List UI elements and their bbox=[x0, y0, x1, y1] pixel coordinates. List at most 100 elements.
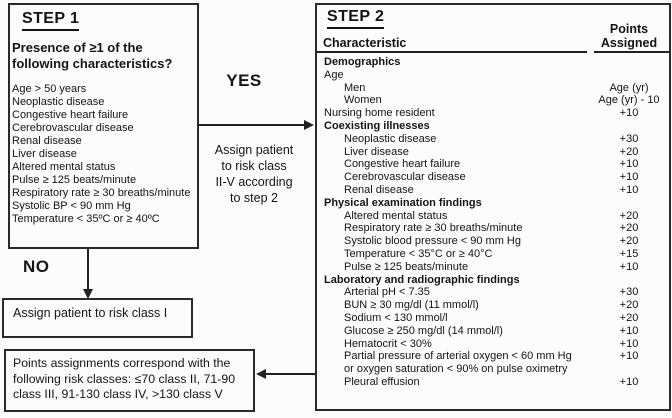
table-row: Pleural effusion +10 bbox=[317, 376, 669, 389]
step1-title: STEP 1 bbox=[22, 10, 80, 31]
yes-branch-note: Assign patient to risk class II-V accord… bbox=[214, 143, 294, 205]
step1-criterion: Liver disease bbox=[12, 148, 77, 160]
table-row: Nursing home resident +10 bbox=[317, 107, 669, 120]
characteristic-label: Pulse ≥ 125 beats/minute bbox=[344, 260, 469, 273]
points-value: Age (yr) bbox=[609, 81, 649, 94]
characteristic-label: Renal disease bbox=[344, 183, 414, 196]
step1-criterion: Systolic BP < 90 mm Hg bbox=[12, 200, 131, 212]
characteristic-label: Men bbox=[344, 81, 366, 94]
step1-criterion: Altered mental status bbox=[12, 161, 116, 173]
table-row: Respiratory rate ≥ 30 breaths/minute +20 bbox=[317, 222, 669, 235]
table-row: Age bbox=[317, 69, 669, 82]
step2-box: STEP 2 Characteristic Points Assigned De… bbox=[315, 3, 671, 411]
points-value: +10 bbox=[619, 375, 639, 388]
characteristic-label: Physical examination findings bbox=[324, 196, 482, 209]
table-row: Temperature < 35°C or ≥ 40°C +15 bbox=[317, 248, 669, 261]
step1-criterion: Renal disease bbox=[12, 135, 82, 147]
characteristic-label: Arterial pH < 7.35 bbox=[344, 286, 430, 299]
points-value: +10 bbox=[619, 107, 639, 120]
table-row: Hematocrit < 30%+10 bbox=[317, 338, 669, 351]
step2-to-footnote-arrow bbox=[256, 369, 317, 379]
characteristic-label: Congestive heart failure bbox=[344, 158, 461, 171]
points-value: +20 bbox=[619, 145, 639, 158]
characteristic-label: Cerebrovascular disease bbox=[344, 171, 466, 184]
characteristic-label: Age bbox=[324, 68, 344, 81]
step1-criterion: Neoplastic disease bbox=[12, 96, 105, 108]
table-row: BUN ≥ 30 mg/dl (11 mmol/l) +20 bbox=[317, 299, 669, 312]
risk-class-1-box: Assign patient to risk class I bbox=[2, 298, 193, 338]
points-column-header: Points Assigned bbox=[600, 22, 658, 50]
step1-criterion: Temperature < 35ºC or ≥ 40ºC bbox=[12, 213, 160, 225]
table-row: Demographics bbox=[317, 56, 669, 69]
table-row: Women Age (yr) - 10 bbox=[317, 94, 669, 107]
table-row: Physical examination findings bbox=[317, 197, 669, 210]
points-value: +10 bbox=[619, 260, 639, 273]
table-row: Men Age (yr) bbox=[317, 82, 669, 95]
characteristic-label: BUN ≥ 30 mg/dl (11 mmol/l) bbox=[344, 299, 479, 312]
table-row: Liver disease +20 bbox=[317, 146, 669, 159]
table-row: Glucose ≥ 250 mg/dl (14 mmol/l) +10 bbox=[317, 325, 669, 338]
characteristic-header-rule bbox=[317, 51, 587, 53]
no-label: NO bbox=[23, 257, 50, 276]
points-value bbox=[589, 120, 669, 133]
table-row: Systolic blood pressure < 90 mm Hg +20 bbox=[317, 235, 669, 248]
yes-label: YES bbox=[226, 71, 262, 90]
characteristic-label: Systolic blood pressure < 90 mm Hg bbox=[344, 235, 521, 248]
characteristic-label: Respiratory rate ≥ 30 breaths/minute bbox=[344, 222, 523, 235]
arrowhead-right-icon bbox=[304, 120, 314, 130]
points-value: +20 bbox=[619, 299, 639, 312]
points-value bbox=[589, 56, 669, 69]
characteristic-label: Demographics bbox=[324, 56, 401, 68]
characteristic-label: Women bbox=[344, 94, 382, 107]
points-value: +20 bbox=[619, 222, 639, 235]
points-value: +20 bbox=[619, 209, 639, 222]
table-row: Laboratory and radiographic findings bbox=[317, 274, 669, 287]
characteristic-label: Temperature < 35°C or ≥ 40°C bbox=[344, 247, 493, 260]
characteristic-label: Partial pressure of arterial oxygen < 60… bbox=[344, 350, 572, 376]
step1-criterion: Congestive heart failure bbox=[12, 109, 129, 121]
step1-criterion: Respiratory rate ≥ 30 breaths/minute bbox=[12, 187, 191, 199]
characteristic-label: Sodium < 130 mmol/l bbox=[344, 311, 448, 324]
step1-criterion: Pulse ≥ 125 beats/minute bbox=[12, 174, 137, 186]
step1-criterion: Cerebrovascular disease bbox=[12, 122, 134, 134]
step1-question: Presence of ≥1 of the following characte… bbox=[12, 40, 173, 71]
step1-criterion: Age > 50 years bbox=[12, 83, 87, 95]
points-value: +10 bbox=[619, 350, 639, 363]
characteristic-label: Pleural effusion bbox=[344, 375, 420, 388]
points-value bbox=[589, 197, 669, 210]
table-row: Altered mental status +20 bbox=[317, 210, 669, 223]
points-value: Age (yr) - 10 bbox=[598, 94, 660, 107]
points-value: +15 bbox=[619, 247, 639, 260]
characteristic-label: Liver disease bbox=[344, 145, 409, 158]
points-header-rule bbox=[594, 51, 669, 53]
points-value: +10 bbox=[619, 324, 639, 337]
table-row: Coexisting illnesses bbox=[317, 120, 669, 133]
characteristic-label: Glucose ≥ 250 mg/dl (14 mmol/l) bbox=[344, 324, 503, 337]
table-row: Partial pressure of arterial oxygen < 60… bbox=[317, 350, 669, 376]
points-value: +20 bbox=[619, 235, 639, 248]
characteristic-label: Nursing home resident bbox=[324, 107, 435, 120]
points-value bbox=[589, 274, 669, 287]
table-row: Arterial pH < 7.35 +30 bbox=[317, 286, 669, 299]
points-value: +10 bbox=[619, 158, 639, 171]
characteristic-label: Laboratory and radiographic findings bbox=[324, 273, 520, 286]
characteristic-label: Neoplastic disease bbox=[344, 132, 437, 145]
points-value: +30 bbox=[619, 286, 639, 299]
characteristic-column-header: Characteristic bbox=[323, 36, 407, 50]
table-row: Renal disease +10 bbox=[317, 184, 669, 197]
points-value: +10 bbox=[619, 183, 639, 196]
characteristic-label: Hematocrit < 30% bbox=[344, 337, 432, 350]
risk-class-1-text: Assign patient to risk class I bbox=[13, 306, 168, 320]
table-row: Sodium < 130 mmol/l+20 bbox=[317, 312, 669, 325]
table-row: Cerebrovascular disease+10 bbox=[317, 171, 669, 184]
characteristic-label: Altered mental status bbox=[344, 209, 448, 222]
characteristic-label: Coexisting illnesses bbox=[324, 119, 430, 132]
points-footnote-box: Points assignments correspond with the f… bbox=[4, 349, 255, 412]
table-row: Neoplastic disease +30 bbox=[317, 133, 669, 146]
points-value: +30 bbox=[619, 132, 639, 145]
arrowhead-left-icon bbox=[256, 369, 266, 379]
arrowhead-down-icon bbox=[83, 289, 93, 299]
